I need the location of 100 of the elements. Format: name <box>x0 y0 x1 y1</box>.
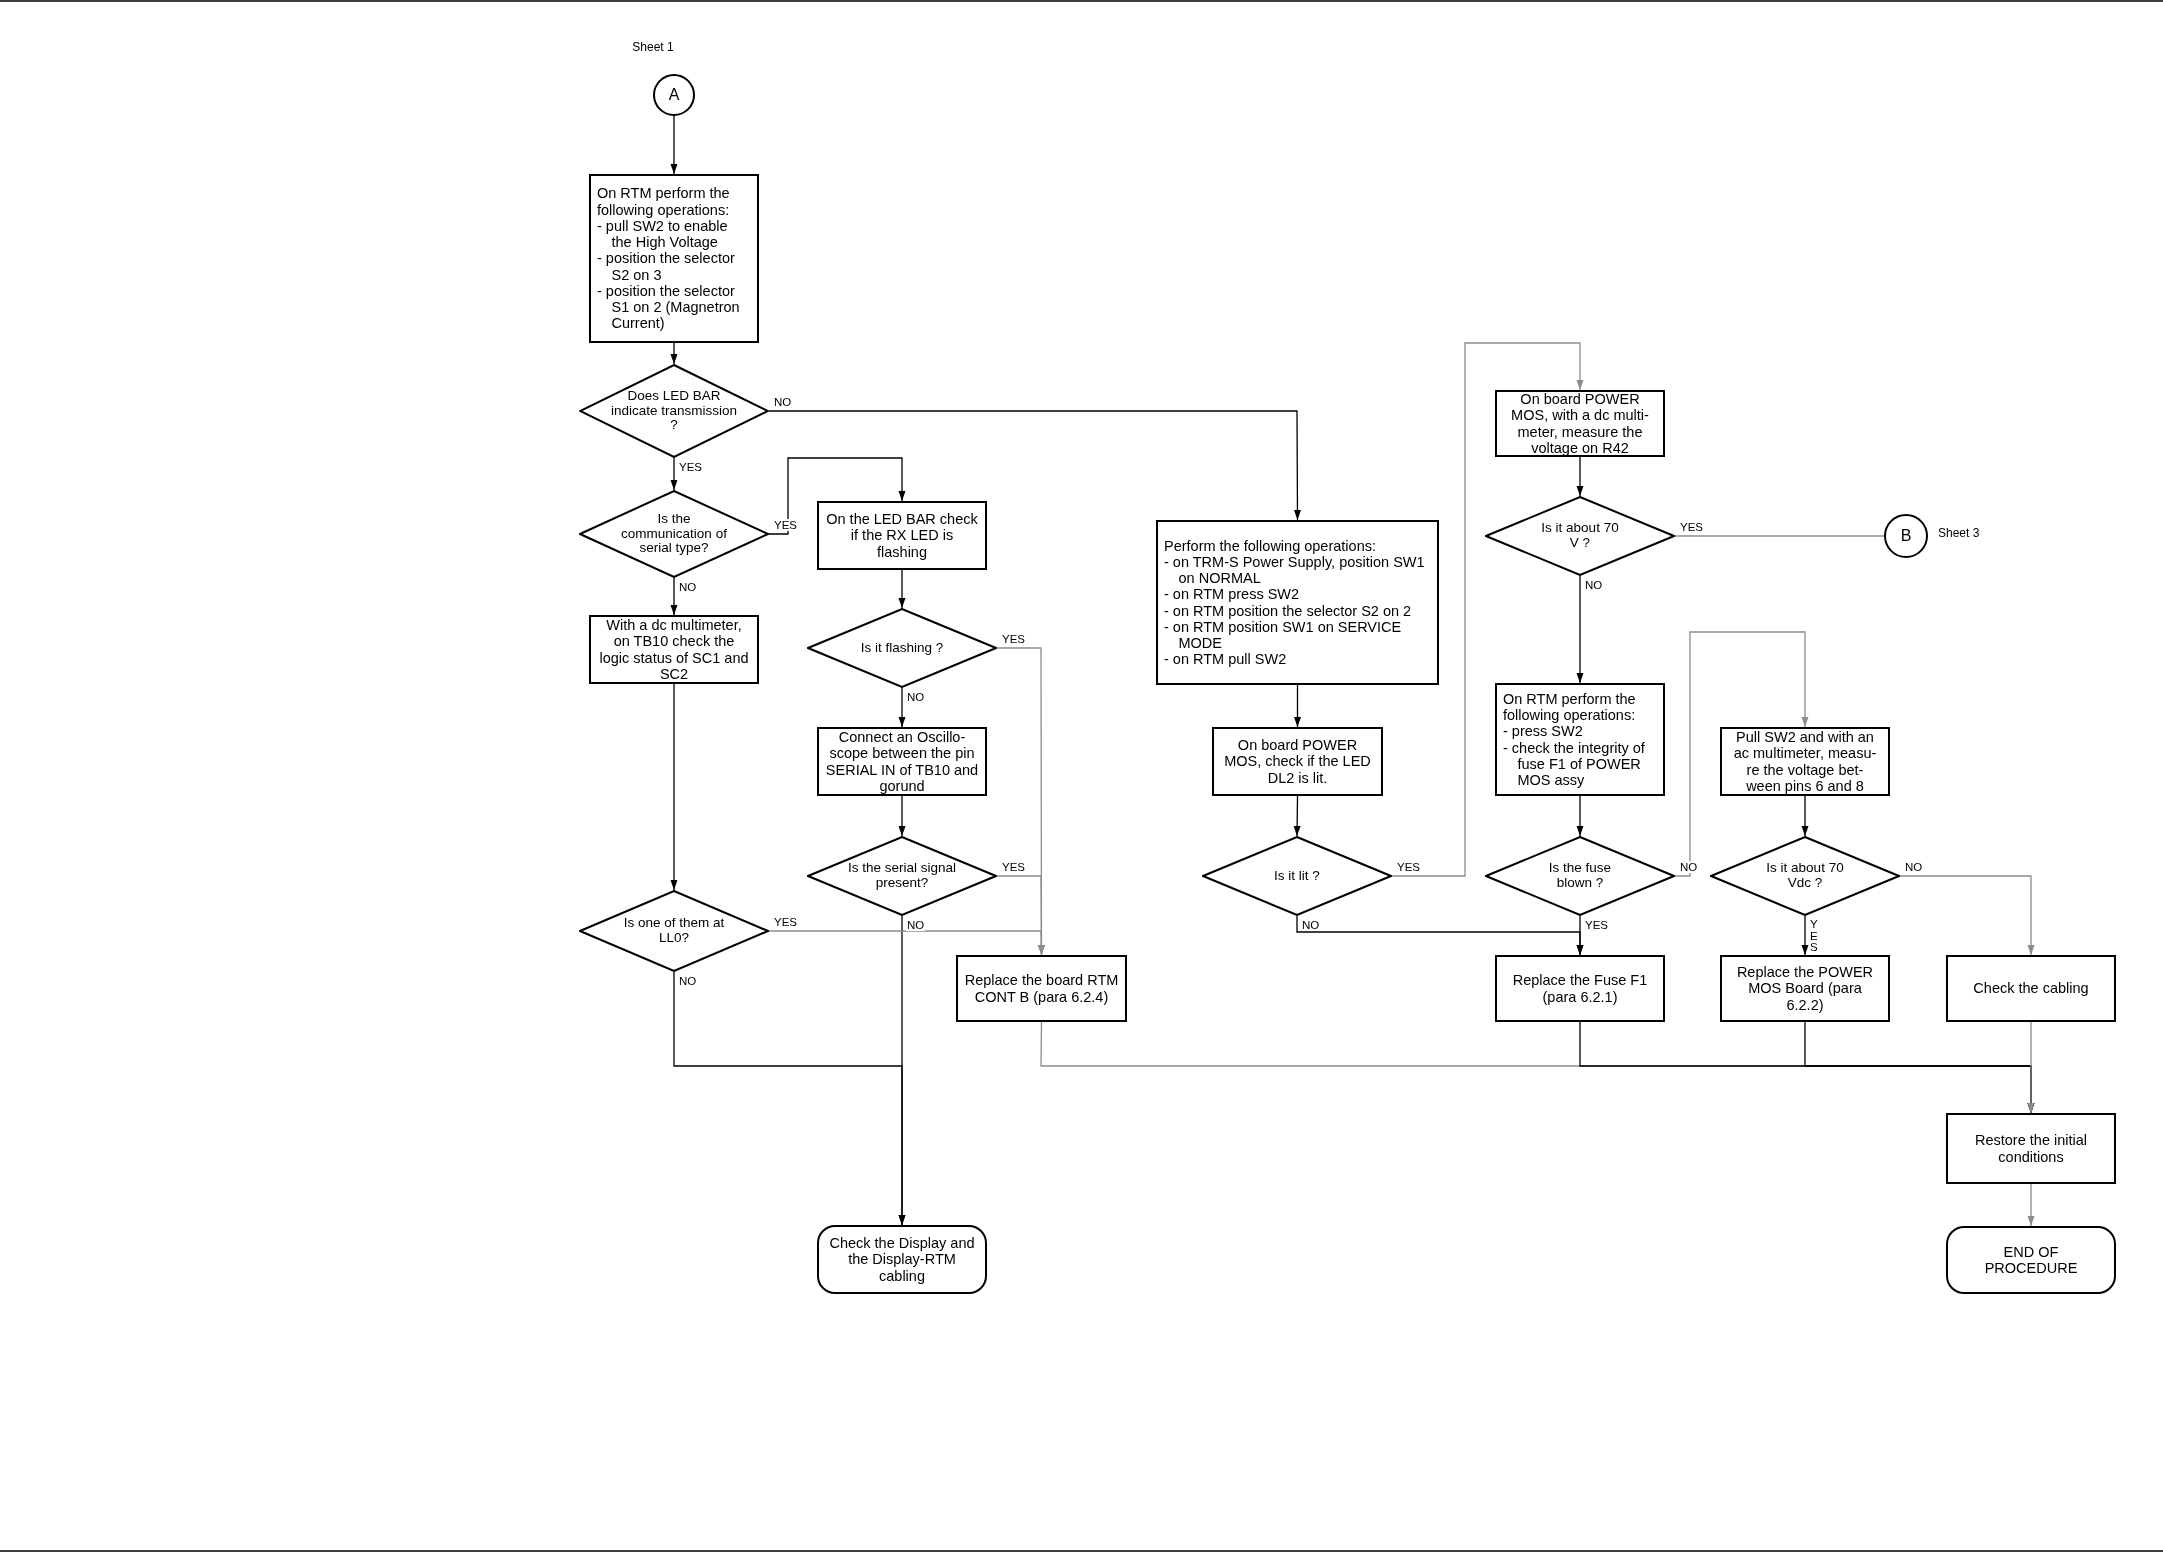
step-text: END OF PROCEDURE <box>1983 1243 2079 1277</box>
process-box <box>1720 955 1890 1022</box>
step-text: Check the Display and the Display-RTM cabling <box>828 1235 976 1284</box>
process-box <box>1156 520 1439 685</box>
process-box <box>956 955 1127 1022</box>
edge-label: NO <box>1679 861 1699 874</box>
step-text: - on TRM-S Power Supply, position SW1 on NORMAL <box>1164 553 1426 587</box>
flow-arrow <box>1576 575 1584 684</box>
flow-arrow <box>898 687 906 728</box>
decision-diamond <box>1202 836 1392 916</box>
edge-label: YES <box>1396 861 1421 874</box>
flow-arrow <box>670 683 678 891</box>
flow-arrow <box>768 457 906 535</box>
edge-label: NO <box>906 919 926 932</box>
decision-diamond <box>579 364 769 458</box>
step-text: - position the selector S2 on 3 <box>597 250 736 283</box>
step-text: Replace the POWER MOS Board (para 6.2.2) <box>1735 964 1875 1013</box>
decision-diamond <box>807 836 997 916</box>
decision-diamond <box>1485 496 1675 576</box>
flow-arrow <box>1576 915 1584 956</box>
step-text: Replace the board RTM CONT B (para 6.2.4) <box>964 972 1119 1005</box>
edge-label: NO <box>906 691 926 704</box>
step-text: On the LED BAR check if the RX LED is flashing <box>825 511 979 560</box>
process-box <box>1495 683 1665 796</box>
step-text: - on RTM pull SW2 <box>1164 651 1288 668</box>
connector-circle <box>1884 514 1928 558</box>
process-box <box>817 501 987 570</box>
process-box <box>589 615 759 684</box>
question-text: Is the serial signal present? <box>846 861 958 891</box>
flow-arrow <box>898 569 906 609</box>
edge-label: YES <box>678 461 703 474</box>
step-text: On RTM perform the following operations: <box>1503 690 1637 724</box>
decision-diamond <box>1710 836 1900 916</box>
question-text: Is it about 70 Vdc ? <box>1765 861 1845 891</box>
edge-label: NO <box>773 396 793 409</box>
flow-arrow <box>1576 795 1584 837</box>
step-text: - pull SW2 to enable the High Voltage <box>597 217 729 251</box>
flow-arrow <box>1801 795 1809 837</box>
step-text: - on RTM position SW1 on SERVICE MODE <box>1164 618 1403 652</box>
sheet-label: Sheet 3 <box>1938 526 1981 540</box>
edge-label: YES <box>773 519 798 532</box>
question-text: Is the fuse blown ? <box>1547 861 1613 891</box>
question-text: Is the communication of serial type? <box>620 512 728 556</box>
question-text: Is it lit ? <box>1273 868 1321 884</box>
edge-label: YES <box>1001 861 1026 874</box>
decision-diamond <box>1485 836 1675 916</box>
step-text: - on RTM position the selector S2 on 2 <box>1164 602 1413 619</box>
flow-arrow <box>1391 342 1584 877</box>
flow-arrow <box>1801 915 1809 956</box>
question-text: Is it about 70 V ? <box>1540 521 1620 551</box>
process-box <box>1946 1113 2116 1184</box>
step-text: Connect an Oscillo- scope between the pin SERIAL IN of TB10 and gorund <box>825 729 979 794</box>
flow-arrow <box>1576 456 1584 497</box>
flow-arrow <box>768 410 1301 521</box>
flow-arrow <box>670 342 678 365</box>
process-box <box>1495 955 1665 1022</box>
question-text: Is one of them at LL0? <box>622 916 726 946</box>
flow-arrow <box>1674 631 1809 877</box>
flow-arrow <box>898 795 906 837</box>
flow-arrow <box>1293 795 1301 837</box>
flow-arrow <box>768 930 1045 956</box>
flow-arrow <box>1294 684 1301 728</box>
question-text: Does LED BAR indicate transmission ? <box>610 389 738 433</box>
edge-label: NO <box>1904 861 1924 874</box>
edge-label: YES <box>1679 521 1704 534</box>
connector-circle <box>653 74 695 116</box>
terminal-box <box>817 1225 987 1294</box>
flow-arrow <box>670 115 678 175</box>
process-box <box>589 174 759 343</box>
step-text: - position the selector S1 on 2 (Magnetron Current) <box>597 282 741 332</box>
step-text: Check the cabling <box>1972 980 2090 997</box>
decision-diamond <box>579 490 769 578</box>
edge-label: NO <box>678 975 698 988</box>
edge-label: NO <box>678 581 698 594</box>
connector-letter: B <box>1900 527 1912 545</box>
edge-label: YES <box>1584 919 1609 932</box>
edge-label: NO <box>1584 579 1604 592</box>
process-box <box>1212 727 1383 796</box>
terminal-box <box>1946 1226 2116 1294</box>
edge-label: NO <box>1301 919 1321 932</box>
flow-arrow <box>2027 1021 2035 1114</box>
step-text: Replace the Fuse F1 (para 6.2.1) <box>1511 972 1649 1005</box>
question-text: Is it flashing ? <box>859 640 945 656</box>
step-text: Perform the following operations: <box>1164 537 1377 554</box>
flow-arrow <box>1899 875 2035 956</box>
process-box <box>1495 390 1665 457</box>
flow-arrow <box>670 457 678 491</box>
flow-arrow <box>673 971 906 1226</box>
connector-letter: A <box>668 86 680 104</box>
step-text: With a dc multimeter, on TB10 check the logic status of SC1 and SC2 <box>598 617 750 682</box>
flow-arrow <box>2027 1183 2035 1227</box>
flow-arrow <box>670 577 678 616</box>
decision-diamond <box>807 608 997 688</box>
step-text: On board POWER MOS, with a dc multi- meter, measure the voltage on R42 <box>1510 391 1650 456</box>
step-text: - on RTM press SW2 <box>1164 586 1301 603</box>
sheet-label: Sheet 1 <box>631 40 675 54</box>
step-text: - press SW2 <box>1503 723 1584 740</box>
edge-label: YES <box>1001 633 1026 646</box>
step-text: On board POWER MOS, check if the LED DL2 is lit. <box>1223 737 1372 786</box>
step-text: Restore the initial conditions <box>1974 1132 2088 1165</box>
